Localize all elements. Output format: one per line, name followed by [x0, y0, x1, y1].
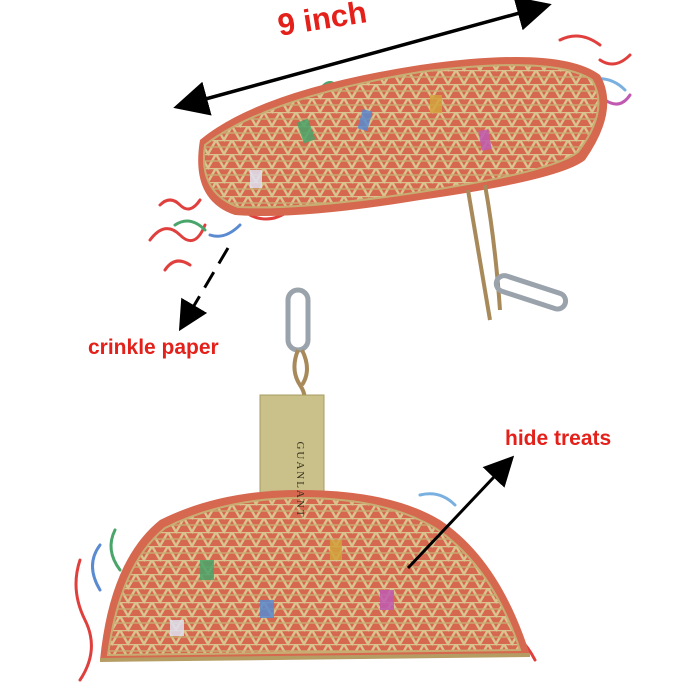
hanger	[285, 287, 311, 412]
crinkle-arrow	[178, 247, 230, 332]
treats-arrow	[406, 455, 515, 570]
dimension-arrow	[173, 0, 552, 116]
toy-basket-bottom	[74, 490, 537, 682]
crinkle-paper-label: crinkle paper	[88, 336, 219, 359]
hide-treats-label: hide treats	[505, 427, 612, 450]
brand-tag-text: GUANLANT	[294, 441, 306, 519]
brand-tag	[259, 394, 325, 496]
toy-tube-top	[148, 34, 632, 321]
